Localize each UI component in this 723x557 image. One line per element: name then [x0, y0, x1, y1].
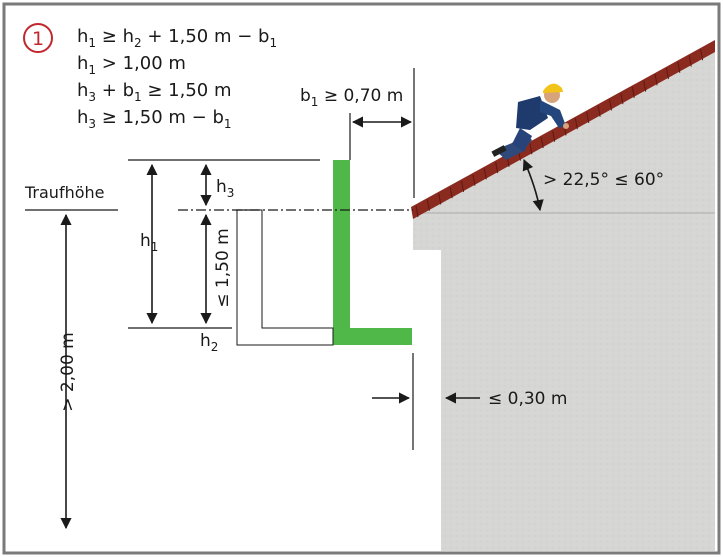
max-height-label: ≤ 1,50 m [213, 228, 233, 307]
traufhoehe-label: Traufhöhe [24, 183, 105, 202]
formula-block: h1 ≥ h2 + 1,50 m − b1 h1 > 1,00 m h3 + b… [77, 26, 277, 131]
roof-tiles [411, 40, 715, 219]
h2-label: h2 [200, 331, 218, 354]
b1-label: b1 ≥ 0,70 m [300, 86, 403, 109]
h3-label: h3 [216, 177, 234, 200]
step-badge [23, 23, 53, 53]
h1-label: h1 [140, 231, 158, 254]
formula-line: h1 ≥ h2 + 1,50 m − b1 [77, 26, 277, 50]
guard-profile [333, 160, 412, 345]
formula-line: h3 ≥ 1,50 m − b1 [77, 107, 232, 131]
formula-line: h3 + b1 ≥ 1,50 m [77, 80, 232, 104]
reference-profile [236, 209, 334, 346]
formula-line: h1 > 1,00 m [77, 53, 186, 77]
roof-angle-label: > 22,5° ≤ 60° [543, 170, 664, 190]
angle-arrow [522, 158, 544, 212]
min-height-label: > 2,00 m [58, 332, 78, 411]
roofer-worker-icon [491, 83, 569, 160]
step-number: 1 [32, 28, 44, 50]
gap-label: ≤ 0,30 m [488, 389, 567, 409]
